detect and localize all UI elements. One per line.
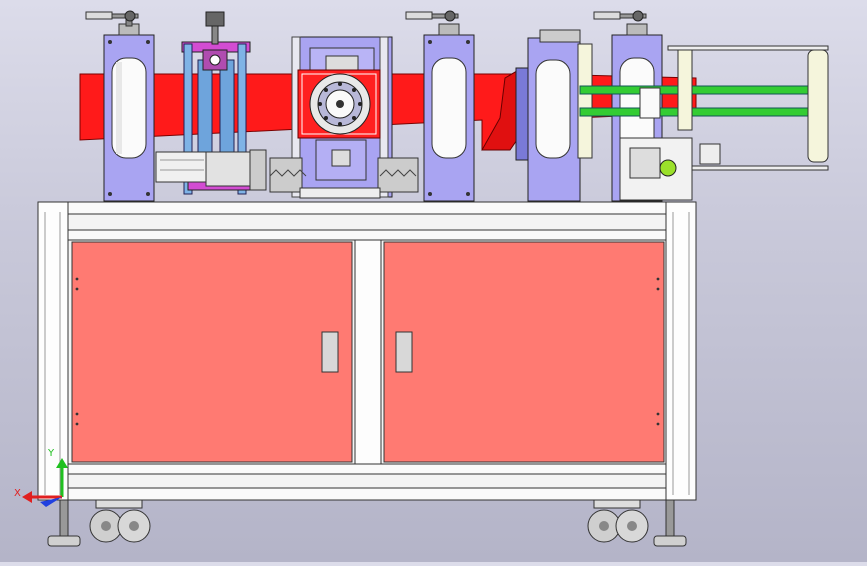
roller-station-1 (85, 10, 155, 202)
leveling-foot-icon (47, 499, 81, 547)
leveling-foot-icon (653, 499, 687, 547)
caster-wheel-icon (89, 499, 151, 543)
axis-triad: Y X (14, 448, 68, 507)
door-handle-icon[interactable] (321, 331, 339, 373)
door-hinge-markers (75, 277, 660, 426)
axis-x-label: X (14, 488, 21, 499)
cabinet-right-door[interactable] (383, 241, 665, 463)
axis-y-label: Y (47, 448, 55, 459)
door-handle-icon[interactable] (395, 331, 413, 373)
roller-station-4 (515, 29, 593, 202)
roller-station-3 (405, 10, 475, 202)
cabinet-left-door[interactable] (71, 241, 353, 463)
caster-wheel-icon (587, 499, 649, 543)
gearbox-unit (619, 137, 721, 201)
servo-motor (155, 149, 267, 191)
rotary-cutter-unit (269, 36, 419, 199)
